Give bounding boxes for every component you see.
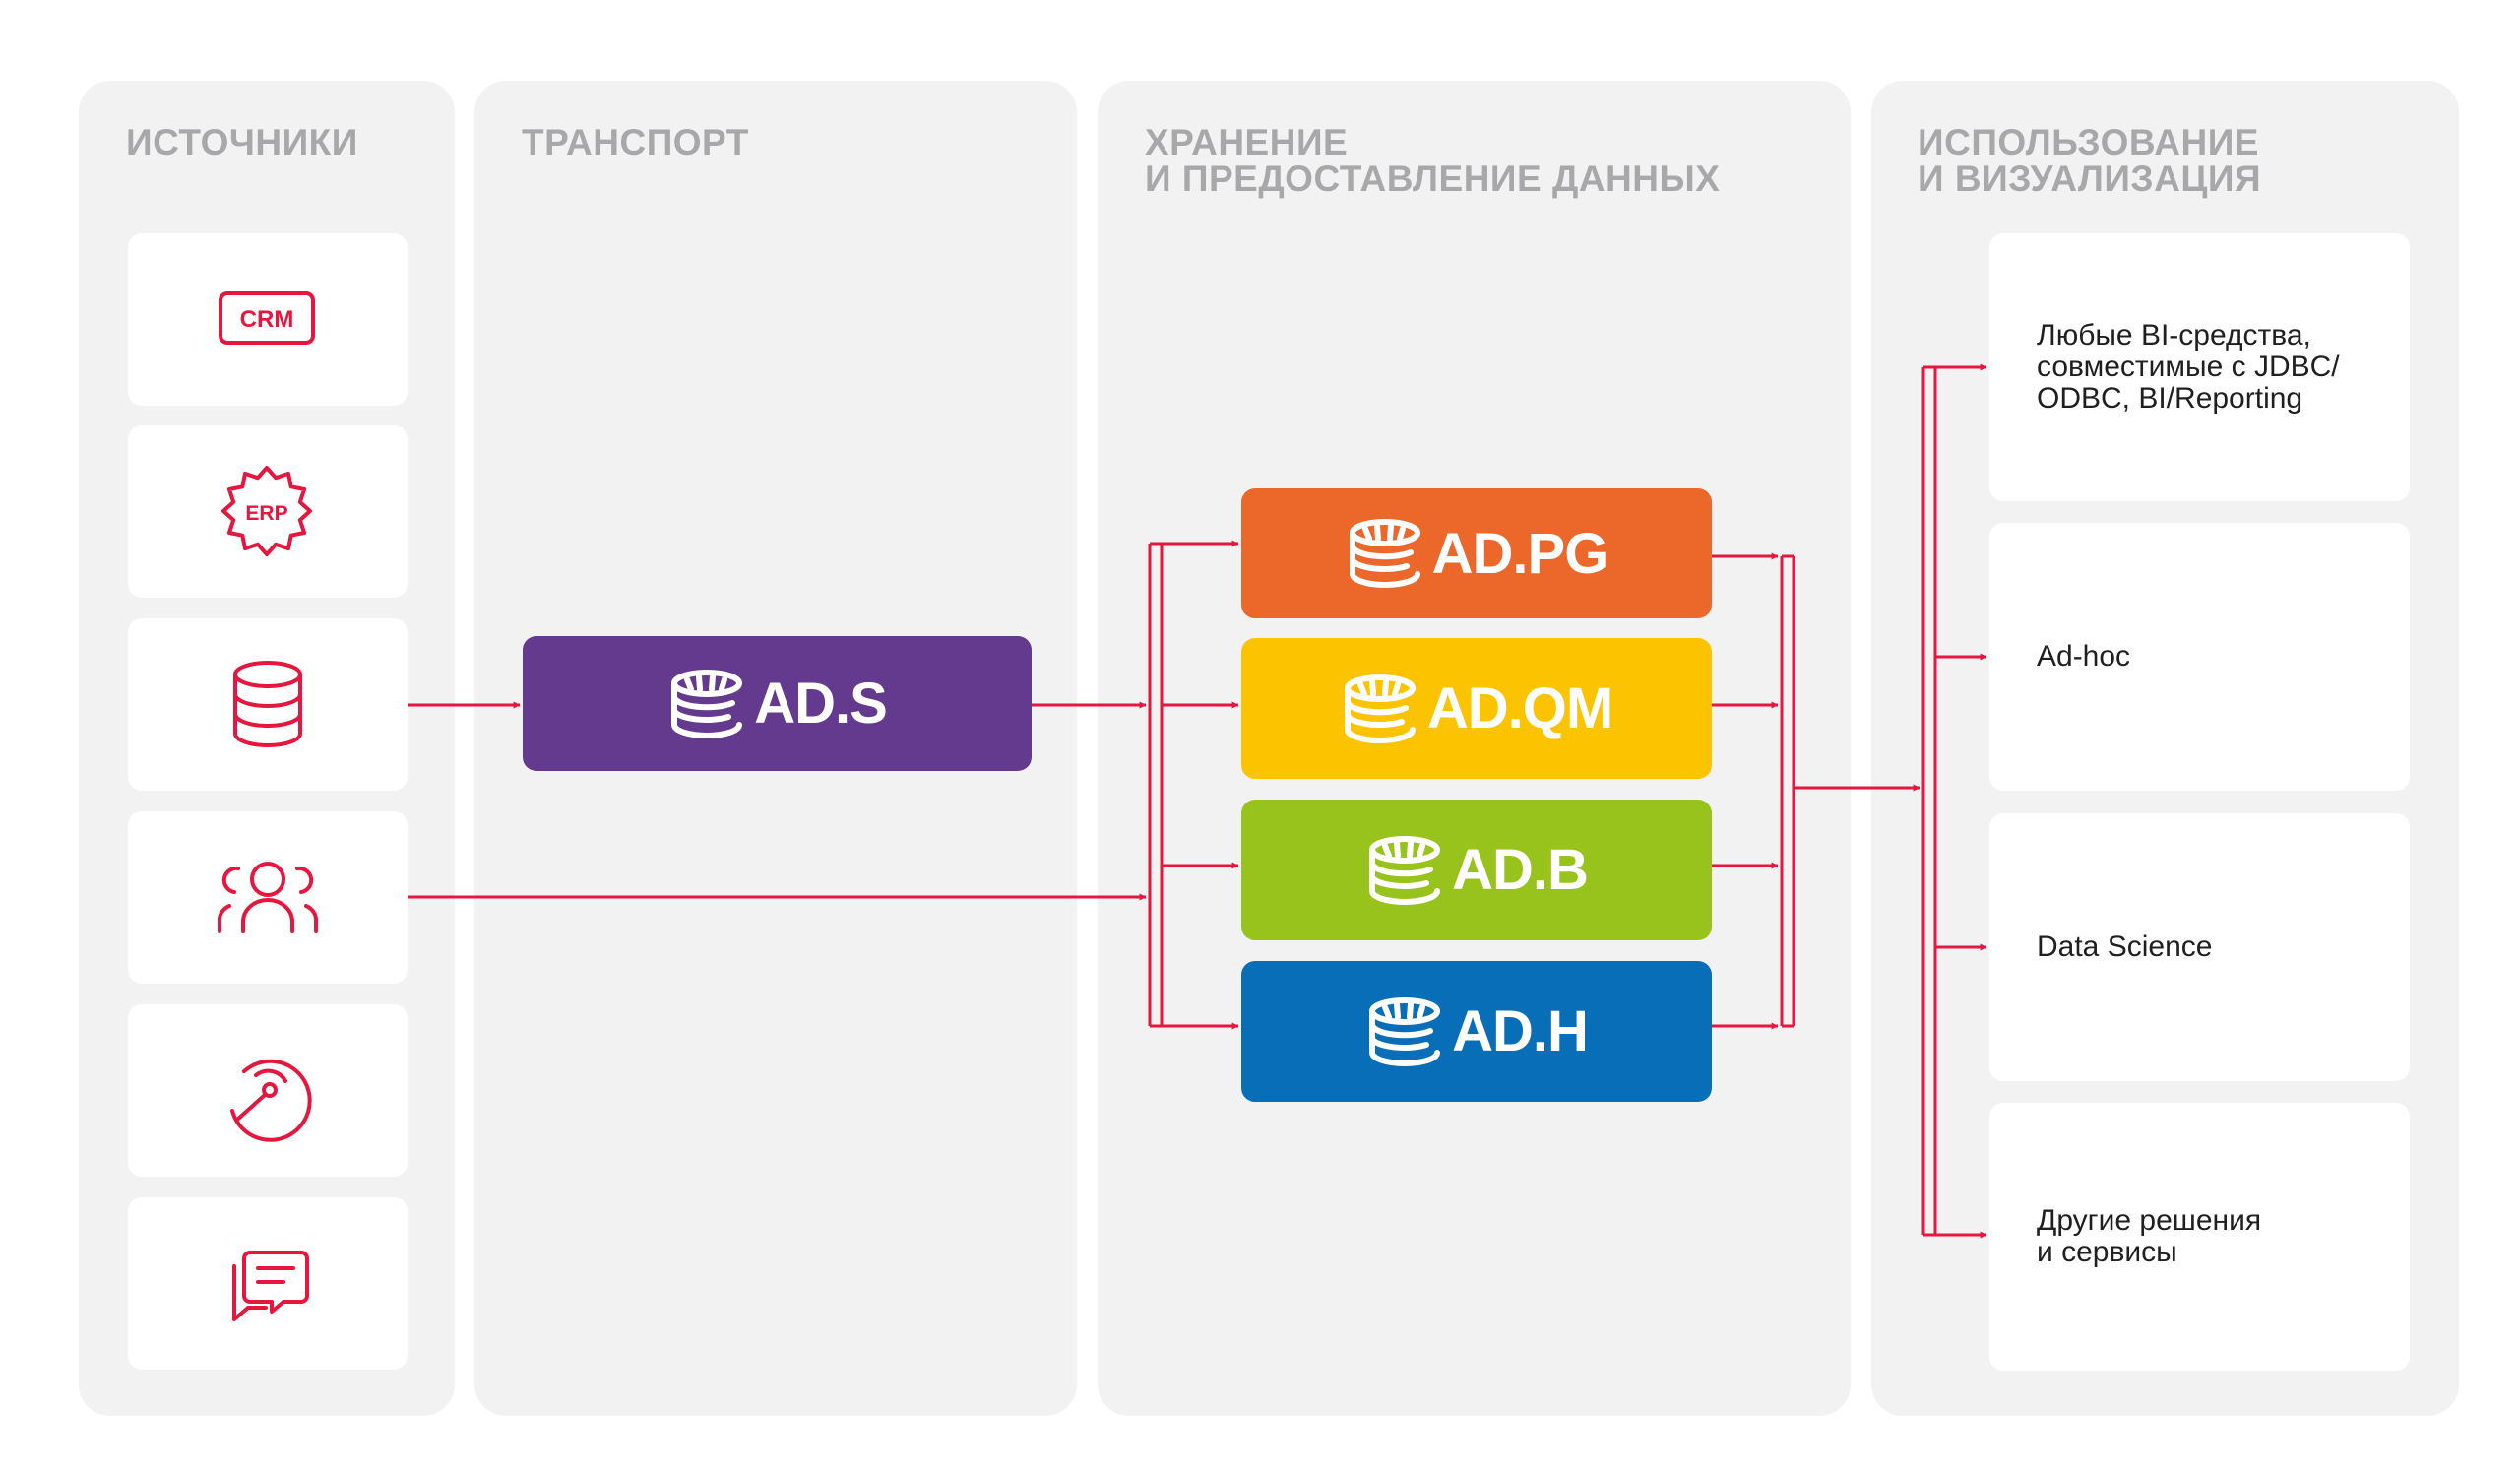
storage-label-adh: AD.H [1452, 999, 1589, 1063]
storage-block-adb: AD.B [1241, 800, 1712, 940]
erp-icon: ERP [221, 466, 312, 556]
panel-title-usage: ИСПОЛЬЗОВАНИЕ И ВИЗУАЛИЗАЦИЯ [1918, 122, 2262, 199]
storage-block-adpg: AD.PG [1241, 488, 1712, 618]
source-card-users [128, 811, 408, 984]
database-logo-icon [1349, 519, 1420, 588]
database-icon [233, 661, 302, 747]
database-logo-icon [1369, 996, 1441, 1066]
gauge-icon [230, 1059, 312, 1142]
output-card-adhoc: Ad-hoc [1989, 523, 2410, 791]
output-card-data-science: Data Science [1989, 813, 2410, 1081]
chat-icon [232, 1251, 309, 1321]
erp-icon-label: ERP [245, 502, 287, 525]
crm-icon-label: CRM [240, 306, 294, 333]
transport-label: AD.S [754, 672, 888, 736]
panel-title-sources: ИСТОЧНИКИ [126, 122, 358, 162]
output-card-bi: Любые BI-средства, совместимые с JDBC/ O… [1989, 233, 2410, 501]
source-card-gauge [128, 1004, 408, 1177]
panel-title-storage: ХРАНЕНИЕ И ПРЕДОСТАВЛЕНИЕ ДАННЫХ [1145, 122, 1721, 199]
storage-label-adpg: AD.PG [1431, 521, 1609, 586]
output-card-other: Другие решения и сервисы [1989, 1103, 2410, 1371]
source-card-chat [128, 1197, 408, 1370]
storage-label-adb: AD.B [1452, 838, 1589, 902]
storage-block-adqm: AD.QM [1241, 638, 1712, 779]
crm-icon: CRM [219, 291, 315, 345]
output-text-other: Другие решения и сервисы [2037, 1204, 2262, 1268]
output-text-data-science: Data Science [2037, 931, 2213, 963]
source-card-crm: CRM [128, 233, 408, 406]
output-text-bi: Любые BI-средства, совместимые с JDBC/ O… [2037, 319, 2340, 415]
source-card-erp: ERP [128, 425, 408, 598]
database-logo-icon [671, 669, 743, 738]
storage-block-adh: AD.H [1241, 961, 1712, 1102]
transport-block-ads: AD.S [523, 636, 1032, 771]
users-icon [217, 862, 319, 933]
database-logo-icon [1369, 835, 1441, 905]
output-text-adhoc: Ad-hoc [2037, 640, 2131, 673]
storage-label-adqm: AD.QM [1426, 676, 1613, 740]
panel-title-transport: ТРАНСПОРТ [522, 122, 749, 162]
source-card-database [128, 618, 408, 791]
database-logo-icon [1344, 674, 1416, 743]
